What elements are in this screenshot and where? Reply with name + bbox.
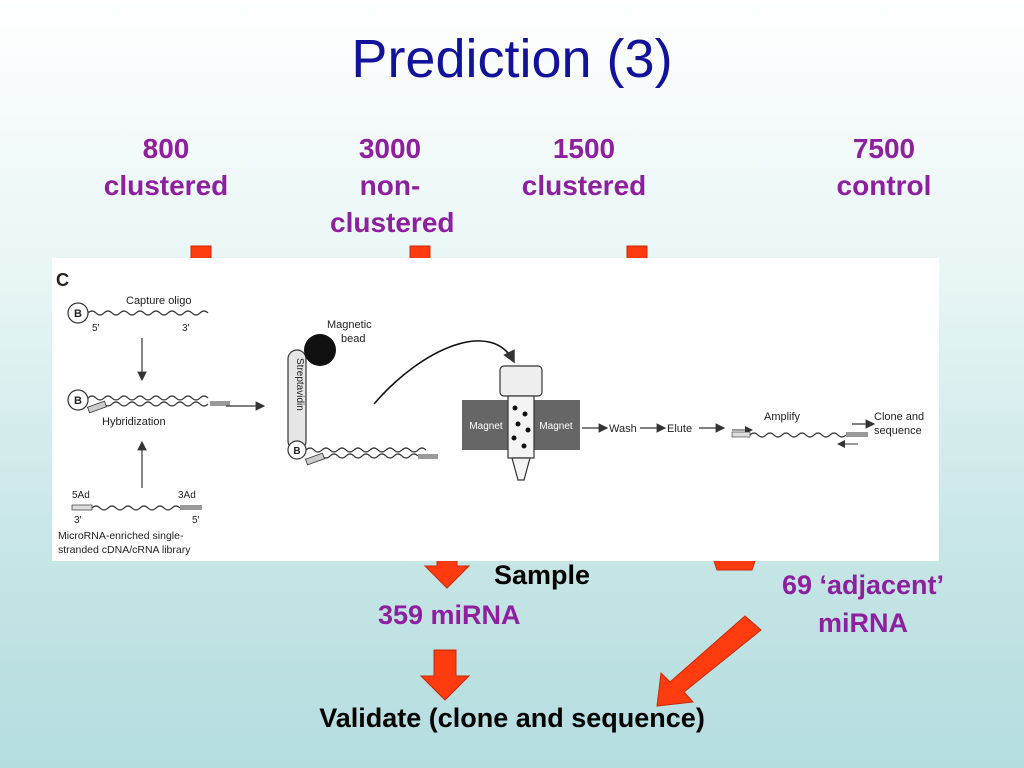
- wash-label: Wash: [609, 423, 637, 435]
- adaptor-5ad: [731, 431, 751, 438]
- validate-label: Validate (clone and sequence): [319, 703, 705, 733]
- adjacent-line2: miRNA: [817, 608, 908, 638]
- biotin-label: B: [74, 395, 82, 407]
- biotin-circle: [67, 389, 89, 411]
- adaptor-block: [87, 400, 107, 414]
- streptavidin-label: Streptavidin: [294, 358, 305, 411]
- group-label-text: non-clustered: [330, 170, 455, 238]
- adaptor-3ad: [180, 505, 202, 510]
- column-body: [507, 395, 535, 459]
- biotin-label: B: [74, 308, 82, 320]
- diagonal-arrow: [656, 615, 762, 707]
- three-ad-label: 3Ad: [178, 490, 196, 501]
- magnet-left: [462, 400, 510, 450]
- mirna-count-label: 359 miRNA: [378, 600, 521, 630]
- library-strand: [749, 432, 847, 438]
- group-count: 3000: [358, 133, 422, 164]
- adaptor-5ad: [71, 504, 93, 511]
- group-count: 7500: [852, 133, 916, 164]
- adjacent-line1: 69 ‘adjacent’: [781, 570, 945, 600]
- five-prime-label: 5′: [92, 323, 100, 334]
- elute-label: Elute: [667, 423, 692, 435]
- clone-label-1: Clone and: [874, 411, 924, 423]
- capture-workflow-diagram: C B Capture oligo 5′ 3′ B Hybridization …: [56, 270, 924, 556]
- magnet-label: Magnet: [539, 421, 573, 432]
- figure-panel: C B Capture oligo 5′ 3′ B Hybridization …: [52, 258, 939, 561]
- adaptor-block: [305, 452, 325, 466]
- group-7500-control: 7500 control: [794, 130, 974, 204]
- capture-oligo-label: Capture oligo: [126, 295, 191, 307]
- oligo-strand: [87, 395, 209, 401]
- library-caption-line1: MicroRNA-enriched single-: [58, 530, 184, 542]
- magnetic-bead-label-2: bead: [341, 333, 365, 345]
- group-label-text: clustered: [521, 170, 647, 201]
- adjacent-mirna-label: 69 ‘adjacent’ miRNA: [748, 566, 978, 642]
- three-prime-label: 3′: [74, 515, 82, 526]
- hybridization-label: Hybridization: [102, 416, 166, 428]
- column-reservoir: [499, 365, 543, 397]
- magnet-label: Magnet: [469, 421, 503, 432]
- library-strand: [91, 505, 181, 511]
- group-label-text: control: [836, 170, 932, 201]
- group-1500-clustered: 1500 clustered: [494, 130, 674, 204]
- three-prime-label: 3′: [182, 323, 190, 334]
- group-800-clustered: 800 clustered: [76, 130, 256, 204]
- magnetic-bead: [304, 334, 336, 366]
- adaptor-3ad: [418, 454, 438, 459]
- adaptor-3ad: [846, 432, 868, 437]
- biotin-label: B: [293, 446, 300, 457]
- magnet-right: [532, 400, 580, 450]
- sample-label: Sample: [494, 560, 591, 590]
- group-count: 1500: [552, 133, 616, 164]
- library-strand: [321, 453, 419, 459]
- amplify-label: Amplify: [764, 411, 801, 423]
- clone-label-2: sequence: [874, 425, 922, 437]
- slide-title: Prediction (3): [351, 29, 673, 89]
- oligo-strand: [87, 310, 209, 316]
- panel-letter: C: [56, 270, 69, 290]
- down-arrow: [419, 649, 471, 701]
- column-tip: [511, 457, 531, 481]
- group-3000-non-clustered: 3000 non-clustered: [305, 130, 475, 241]
- library-caption-line2: stranded cDNA/cRNA library: [58, 544, 191, 556]
- group-label-text: clustered: [103, 170, 229, 201]
- magnetic-bead-label-1: Magnetic: [327, 319, 372, 331]
- curved-arrow: [373, 340, 515, 405]
- library-strand: [103, 401, 209, 407]
- oligo-strand: [305, 447, 427, 453]
- group-count: 800: [142, 133, 190, 164]
- five-ad-label: 5Ad: [72, 490, 90, 501]
- five-prime-label: 5′: [192, 515, 200, 526]
- adaptor-3ad: [210, 401, 230, 406]
